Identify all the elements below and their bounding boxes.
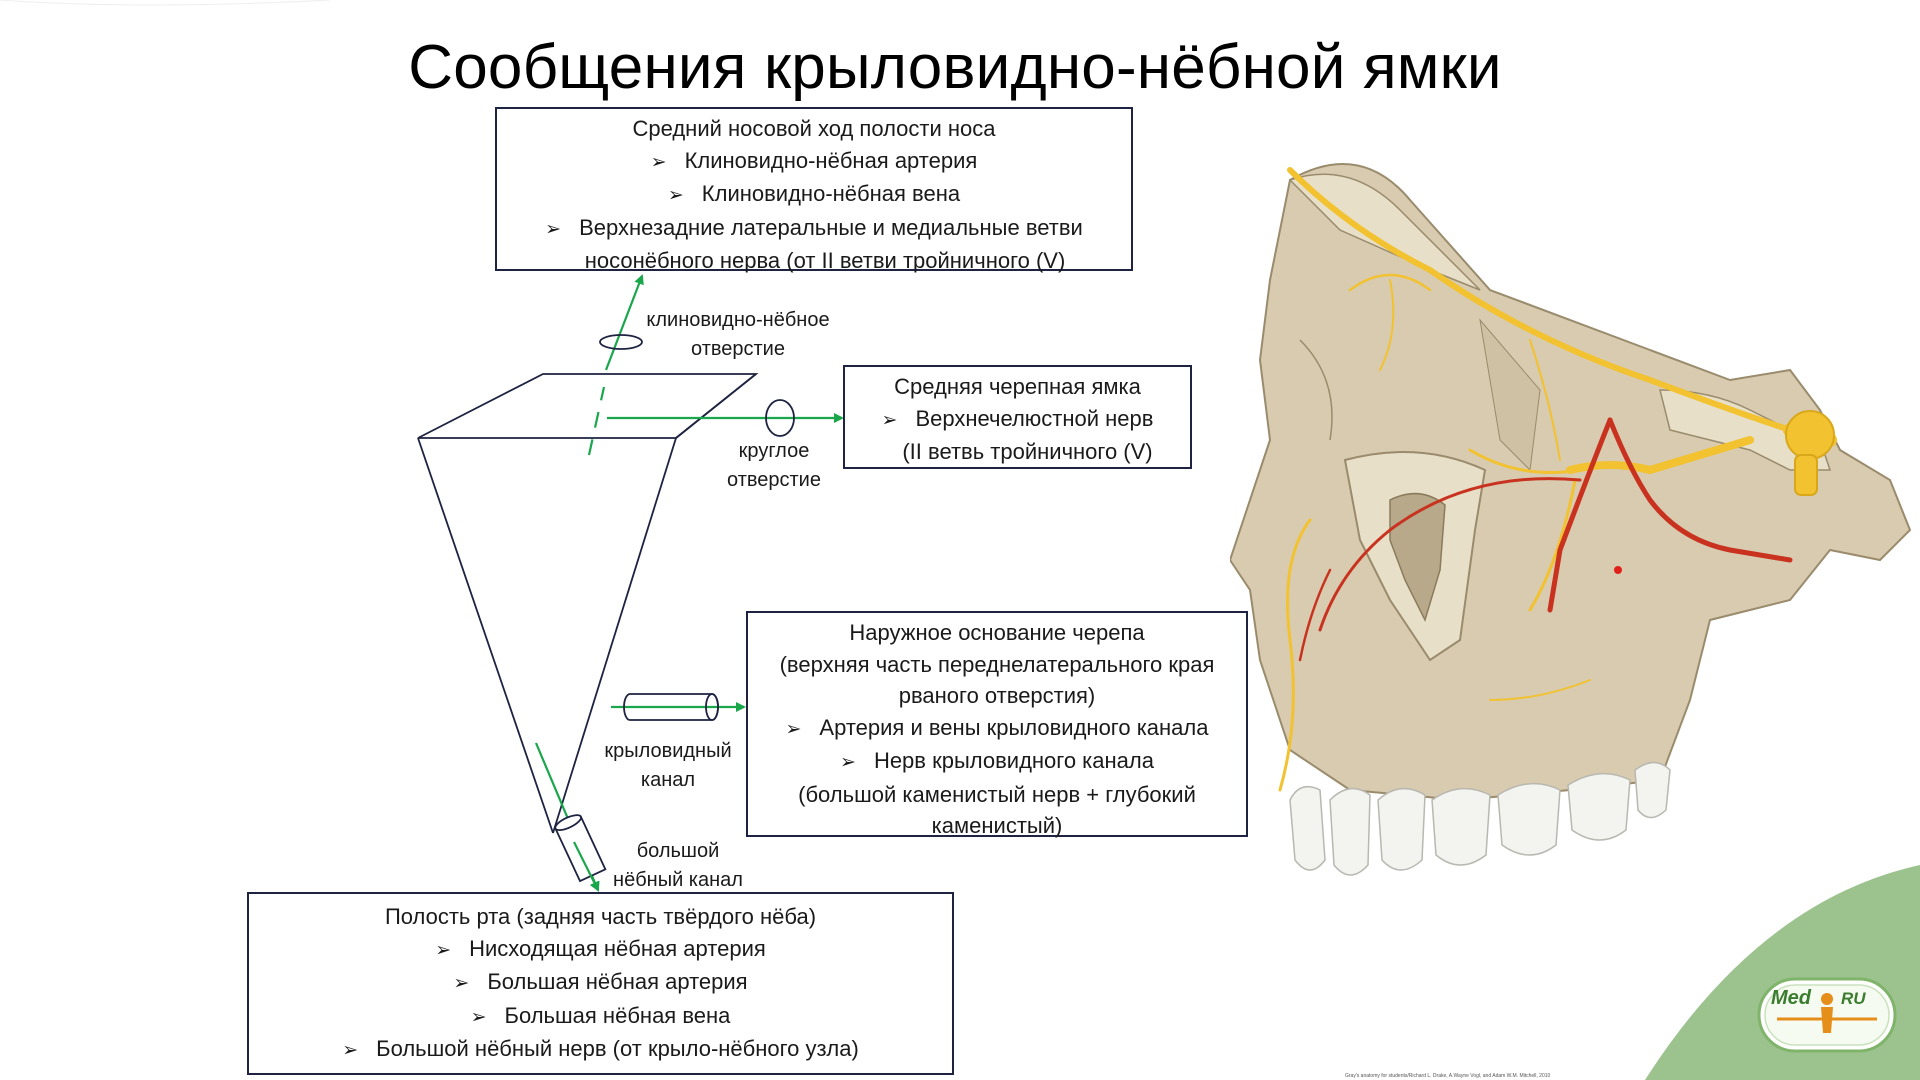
box-skull-base-heading-3: рваного отверстия) xyxy=(760,680,1234,712)
list-item-continuation: (II ветвь тройничного (V) xyxy=(857,436,1178,468)
marker-dot xyxy=(1614,566,1622,574)
list-item-continuation: (большой каменистый нерв + глубокий xyxy=(760,779,1234,811)
image-credit: Gray's anatomy for students/Richard L. D… xyxy=(1345,1073,1550,1079)
list-item-continuation: носонёбного нерва (от II ветви тройнично… xyxy=(509,245,1119,277)
list-item-continuation: каменистый) xyxy=(760,810,1234,842)
label-greater-palatine-canal: большой нёбный канал xyxy=(598,837,758,895)
box-nasal-heading: Средний носовой ход полости носа xyxy=(509,113,1119,145)
list-item: ➢Артерия и вены крыловидного канала xyxy=(760,712,1234,746)
label-sphenopalatine-foramen: клиновидно-нёбное отверстие xyxy=(628,306,848,364)
bullet-arrow-icon: ➢ xyxy=(668,180,684,212)
label-foramen-rotundum: круглое отверстие xyxy=(704,437,844,495)
list-item: ➢Нисходящая нёбная артерия xyxy=(261,933,940,967)
box-external-skull-base: Наружное основание черепа (верхняя часть… xyxy=(746,611,1248,837)
bullet-arrow-icon: ➢ xyxy=(840,747,856,779)
box-nasal-cavity: Средний носовой ход полости носа ➢Клинов… xyxy=(495,107,1133,271)
list-item: ➢Верхнезадние латеральные и медиальные в… xyxy=(509,212,1119,246)
sphenopalatine-foramen-path xyxy=(589,276,642,455)
logo-text-ru: RU xyxy=(1841,989,1866,1009)
label-pterygoid-canal: крыловидный канал xyxy=(588,737,748,795)
bullet-arrow-icon: ➢ xyxy=(435,935,451,967)
bullet-arrow-icon: ➢ xyxy=(471,1002,487,1034)
anatomy-illustration xyxy=(1230,140,1920,900)
medru-logo: Med RU xyxy=(1755,975,1899,1055)
bullet-arrow-icon: ➢ xyxy=(545,214,561,246)
foramen-rotundum-path xyxy=(607,400,842,436)
box-oral-cavity: Полость рта (задняя часть твёрдого нёба)… xyxy=(247,892,954,1075)
list-item: ➢Большая нёбная вена xyxy=(261,1000,940,1034)
logo-text-med: Med xyxy=(1771,987,1811,1010)
box-middle-cranial-fossa: Средняя черепная ямка ➢Верхнечелюстной н… xyxy=(843,365,1192,469)
bullet-arrow-icon: ➢ xyxy=(342,1035,358,1067)
list-item: ➢Большая нёбная артерия xyxy=(261,966,940,1000)
trigeminal-ganglion xyxy=(1786,411,1834,459)
bullet-arrow-icon: ➢ xyxy=(786,714,802,746)
pterygoid-canal-path xyxy=(611,694,744,720)
list-item: ➢Клиновидно-нёбная вена xyxy=(509,178,1119,212)
box-skull-base-heading-1: Наружное основание черепа xyxy=(760,617,1234,649)
list-item: ➢Клиновидно-нёбная артерия xyxy=(509,145,1119,179)
box-skull-base-heading-2: (верхняя часть переднелатерального края xyxy=(760,649,1234,681)
list-item: ➢Верхнечелюстной нерв xyxy=(857,403,1178,437)
list-item: ➢Нерв крыловидного канала xyxy=(760,745,1234,779)
bullet-arrow-icon: ➢ xyxy=(651,147,667,179)
bullet-arrow-icon: ➢ xyxy=(882,405,898,437)
list-item: ➢Большой нёбный нерв (от крыло-нёбного у… xyxy=(261,1033,940,1067)
box-cranial-heading: Средняя черепная ямка xyxy=(857,371,1178,403)
bullet-arrow-icon: ➢ xyxy=(453,968,469,1000)
box-oral-heading: Полость рта (задняя часть твёрдого нёба) xyxy=(261,901,940,933)
